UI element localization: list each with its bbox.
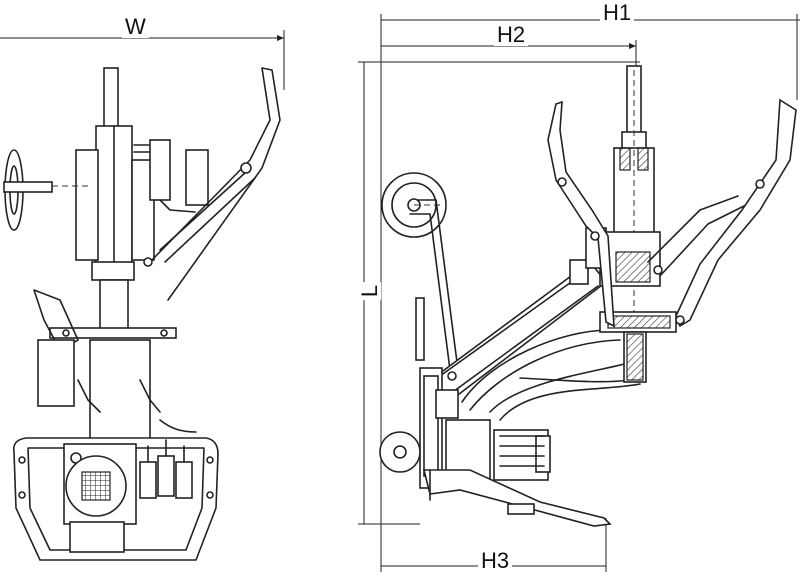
side-view bbox=[358, 14, 800, 572]
dimension-label-h1: H1 bbox=[600, 2, 635, 24]
claw-right bbox=[675, 98, 797, 328]
dimension-label-h3: H3 bbox=[478, 550, 513, 572]
dimension-label-h2: H2 bbox=[494, 24, 529, 46]
dimension-label-l: L bbox=[357, 281, 382, 301]
base-frame-side bbox=[422, 469, 612, 527]
dimension-label-w: W bbox=[122, 16, 149, 38]
front-view bbox=[0, 30, 285, 561]
claw-left bbox=[547, 100, 615, 328]
